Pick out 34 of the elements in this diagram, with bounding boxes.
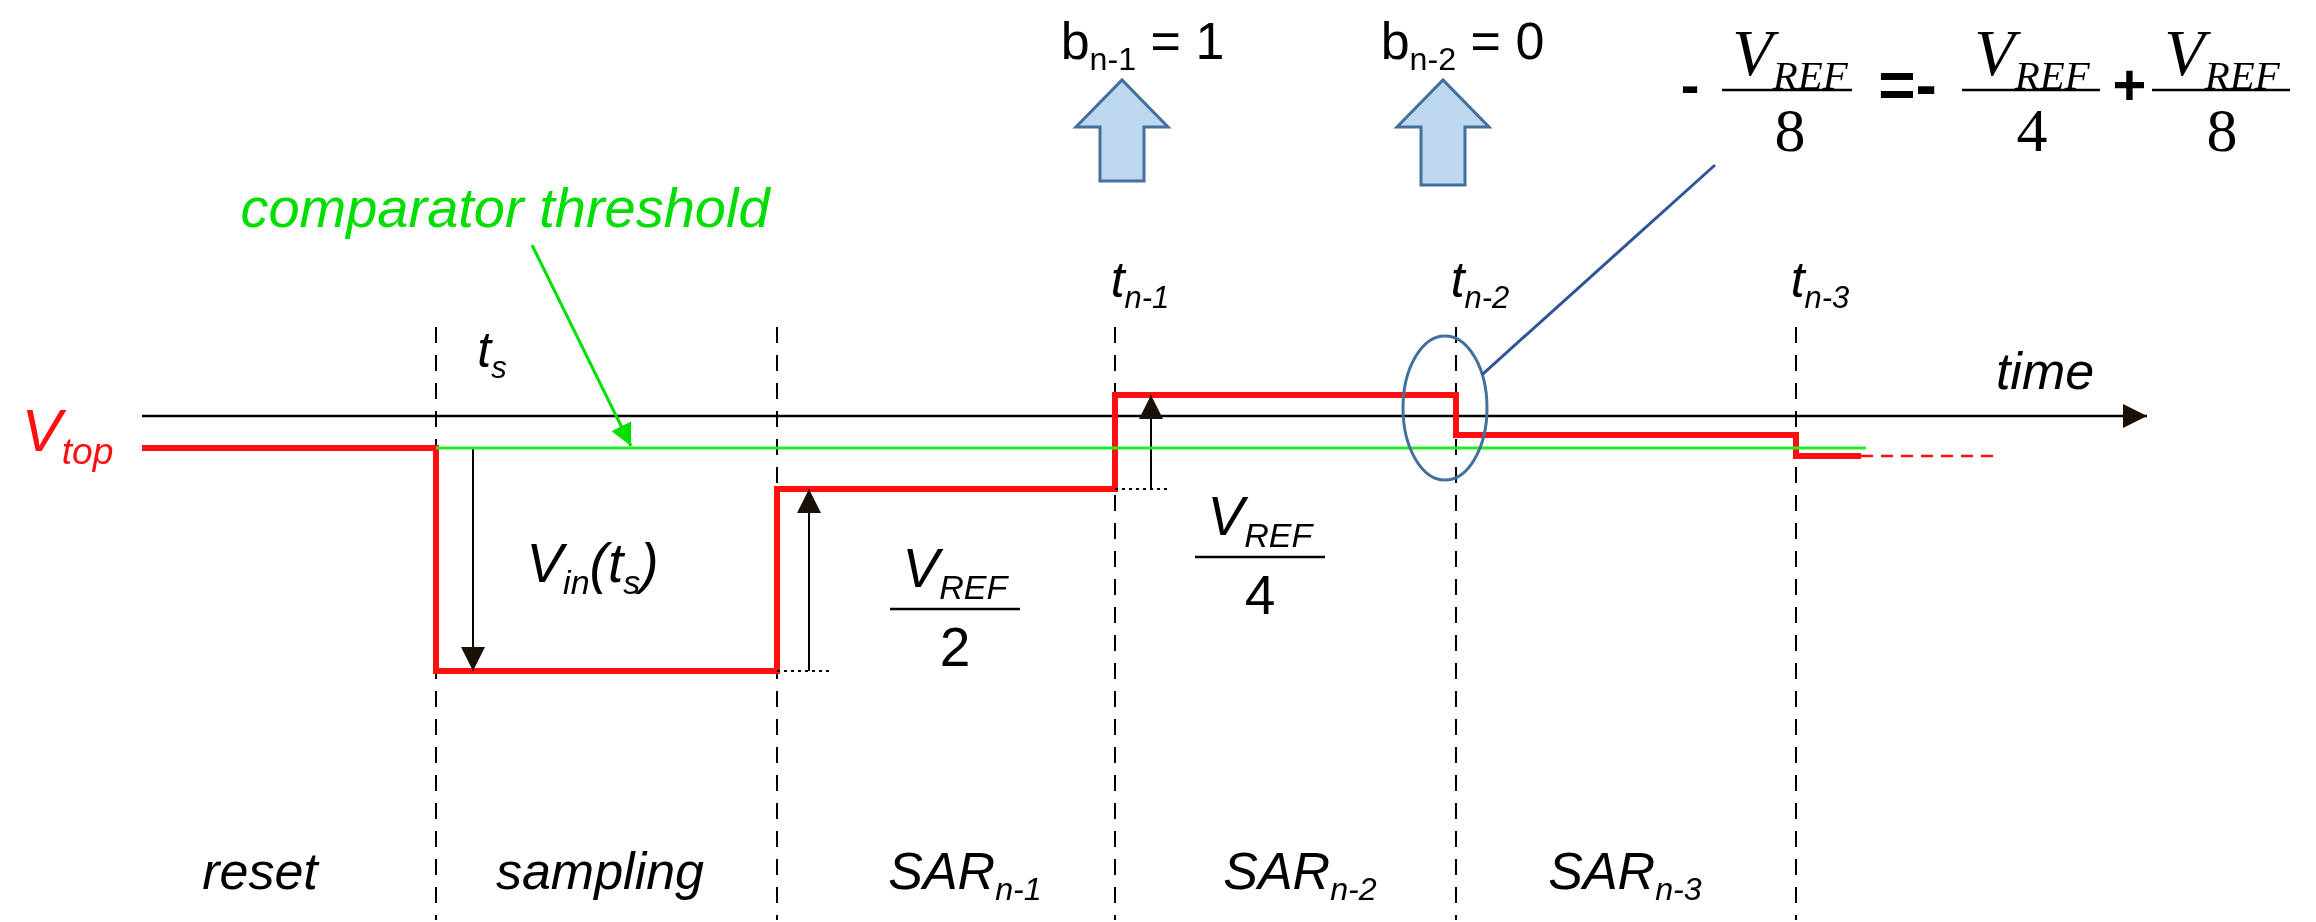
formula-term: 8 <box>1773 95 1807 165</box>
phase-label: sampling <box>494 841 706 902</box>
phase-label: SAR$_{n-3}$ <box>1547 841 1703 910</box>
formula-term: V$_{REF}$ <box>1731 15 1849 90</box>
time-marker: t$_{n-1}$ <box>1109 251 1171 315</box>
leader-line <box>1481 163 1716 376</box>
fraction-numerator: V$_{REF}$ <box>1206 483 1315 552</box>
time-marker: t$_{s}$ <box>476 321 508 385</box>
fraction-numerator: V$_{REF}$ <box>901 535 1010 604</box>
bit-result: b$_{n-1}$ = 1 <box>1035 5 1250 77</box>
fraction-denominator: 2 <box>938 614 972 680</box>
phase-label: SAR$_{n-1}$ <box>887 841 1043 910</box>
signal-label: V$_{top}$ <box>20 396 115 470</box>
formula-operator: =- <box>1877 55 1938 115</box>
highlight-ellipse <box>1401 334 1489 482</box>
threshold-line <box>436 446 1866 450</box>
formula-term: V$_{REF}$ <box>2163 15 2281 90</box>
phase-label: reset <box>201 841 321 902</box>
time-marker: t$_{n-2}$ <box>1449 251 1511 315</box>
phase-label: SAR$_{n-2}$ <box>1222 841 1378 910</box>
leader-arrow <box>530 244 633 447</box>
formula-term: 4 <box>2015 95 2049 165</box>
block-arrow <box>1072 77 1172 183</box>
time-marker: t$_{n-3}$ <box>1789 251 1851 315</box>
fraction-denominator: 4 <box>1243 562 1277 628</box>
bit-result: b$_{n-2}$ = 0 <box>1355 5 1570 77</box>
formula-term: V$_{REF}$ <box>1973 15 2091 90</box>
formula-term: 8 <box>2205 95 2239 165</box>
annotation-text: comparator threshold <box>160 170 850 245</box>
minus-sign: - <box>1679 60 1701 110</box>
formula-operator: + <box>2111 55 2148 115</box>
block-arrow <box>1393 77 1493 187</box>
axis-label: time <box>1994 341 2096 402</box>
measure-label: V$_{in}$(t$_{s}$) <box>525 530 660 603</box>
